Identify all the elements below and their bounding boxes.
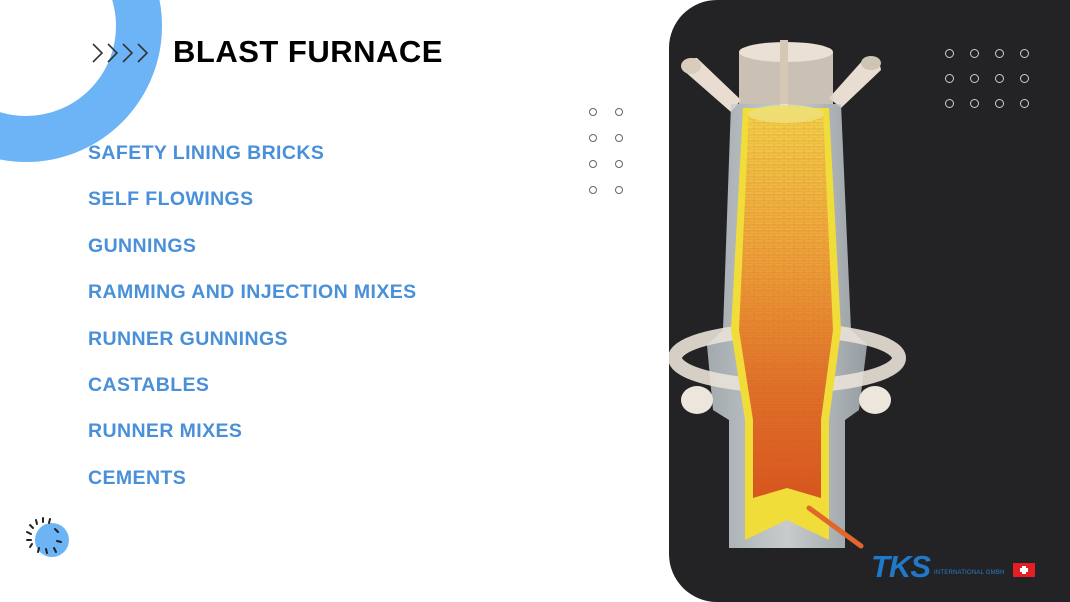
list-item: SELF FLOWINGS bbox=[88, 188, 254, 211]
logo-subtitle: INTERNATIONAL GMBH bbox=[934, 570, 1005, 576]
page-title: BLAST FURNACE bbox=[173, 34, 443, 69]
company-logo: TKS INTERNATIONAL GMBH bbox=[871, 549, 1035, 584]
list-item: RUNNER MIXES bbox=[88, 420, 243, 443]
list-item: SAFETY LINING BRICKS bbox=[88, 142, 325, 164]
list-item: RUNNER GUNNINGS bbox=[88, 327, 288, 350]
dot-grid-decoration bbox=[945, 49, 1029, 108]
logo-brand: TKS bbox=[871, 549, 931, 584]
blast-furnace-illustration bbox=[669, 40, 906, 549]
swiss-flag-icon bbox=[1012, 563, 1035, 577]
spinner-decoration-icon bbox=[24, 516, 74, 561]
list-item: RAMMING AND INJECTION MIXES bbox=[88, 281, 417, 304]
list-item: CEMENTS bbox=[88, 466, 187, 489]
list-item: CASTABLES bbox=[88, 373, 210, 396]
product-list: SAFETY LINING BRICKS SELF FLOWINGS GUNNI… bbox=[88, 140, 417, 511]
image-panel: TKS INTERNATIONAL GMBH bbox=[669, 0, 1070, 602]
decorative-arc bbox=[0, 0, 162, 162]
chevron-right-icon bbox=[90, 40, 154, 66]
dot-grid-decoration bbox=[589, 108, 623, 194]
list-item: GUNNINGS bbox=[88, 234, 197, 257]
